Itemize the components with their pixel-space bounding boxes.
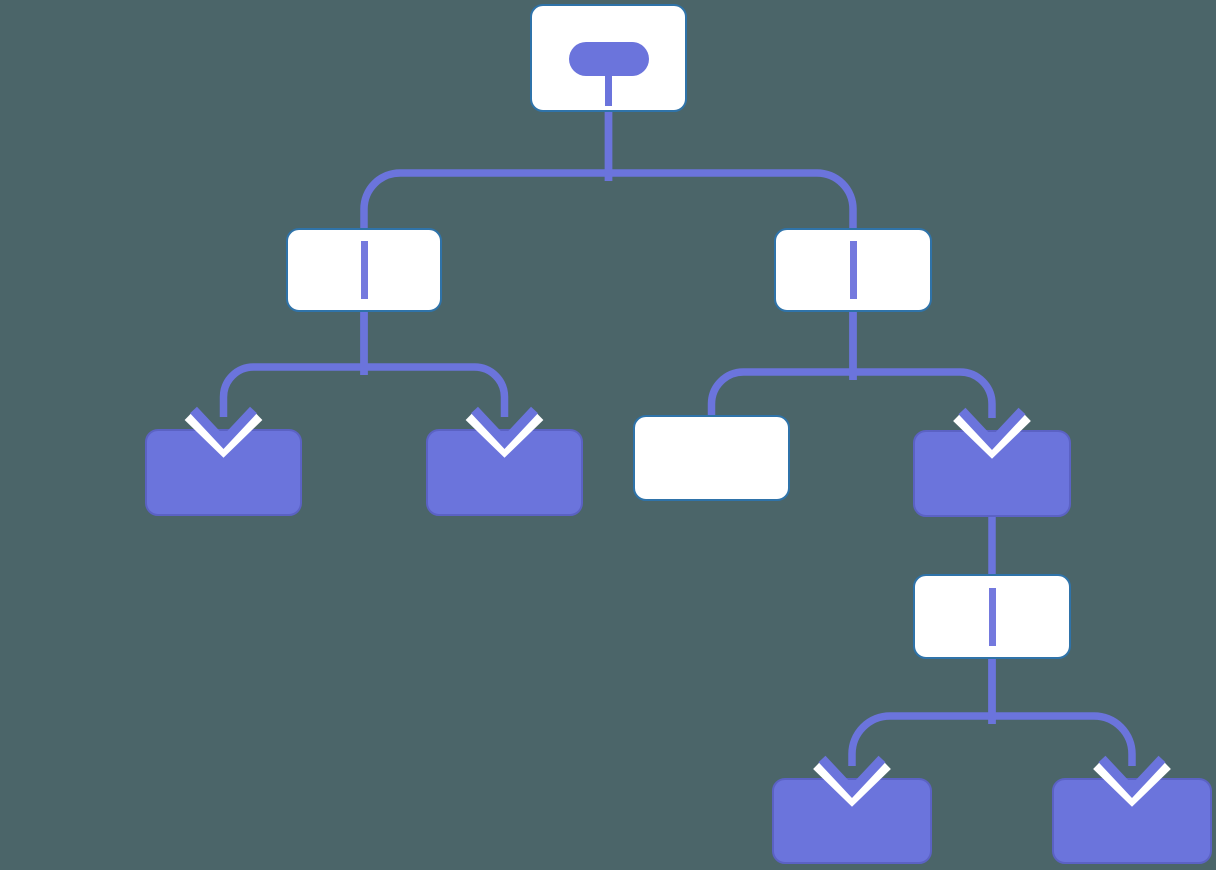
node-branch-right: [774, 228, 932, 312]
node-mid-branch: [913, 574, 1071, 659]
node-child-plain: [633, 415, 790, 501]
node-branch-left: [286, 228, 442, 312]
node-leaf-left-1: [145, 429, 302, 516]
start-pill-icon: [568, 42, 649, 76]
node-leaf-left-2: [426, 429, 583, 516]
node-child-accent: [913, 430, 1071, 517]
node-leaf-bottom-1: [772, 778, 932, 864]
node-root: [530, 4, 687, 112]
pass-through-bar-icon: [849, 241, 857, 299]
pass-through-bar-icon: [360, 241, 368, 299]
start-pill-stem-icon: [605, 74, 612, 106]
pass-through-bar-icon: [988, 587, 996, 646]
node-leaf-bottom-2: [1052, 778, 1212, 864]
